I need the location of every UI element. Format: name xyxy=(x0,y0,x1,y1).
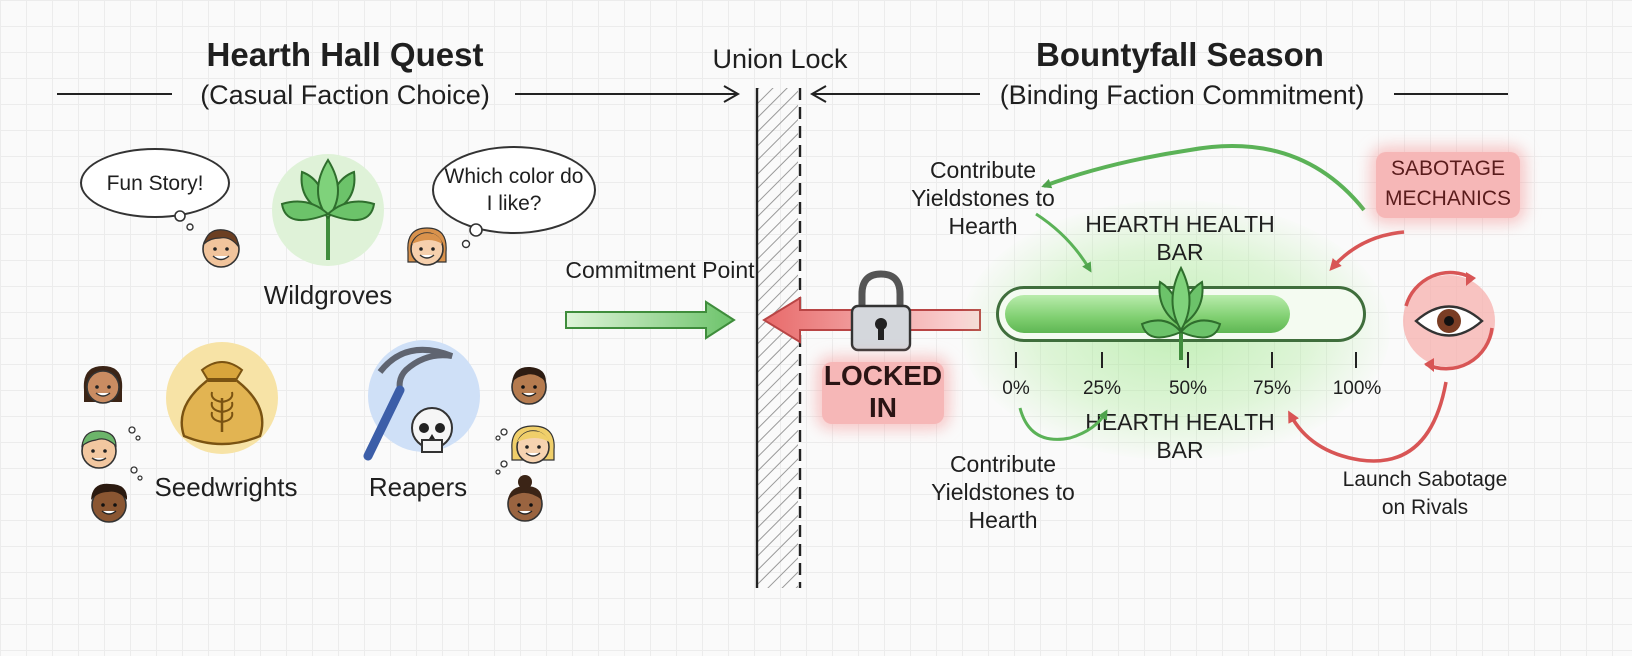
tick-50: 50% xyxy=(1168,378,1208,399)
health-bar-label-top: HEARTH HEALTH BAR xyxy=(1085,211,1275,265)
thought-dots-seed xyxy=(128,426,143,481)
locked-in-badge xyxy=(822,362,944,424)
health-bar-leaf-icon xyxy=(1140,265,1222,360)
bubble-tail-2 xyxy=(461,223,483,249)
face-blonde-icon xyxy=(511,425,555,464)
face-man-icon xyxy=(511,366,547,405)
tick-75: 75% xyxy=(1252,378,1292,399)
thought-dots-reap xyxy=(495,428,508,475)
tick-25: 25% xyxy=(1082,378,1122,399)
seedwrights-label: Seedwrights xyxy=(154,472,298,502)
commitment-arrow xyxy=(565,300,736,340)
face-green-hair-icon xyxy=(81,430,117,469)
face-boy-icon xyxy=(202,229,240,268)
union-lock-wall xyxy=(755,88,802,588)
tick-0: 0% xyxy=(1002,378,1030,399)
seedwrights-seed-sack-icon xyxy=(166,342,278,454)
face-woman-icon xyxy=(83,366,123,404)
face-bun-icon xyxy=(507,475,543,522)
locked-in-label: LOCKED IN xyxy=(823,360,943,423)
wildgroves-label: Wildgroves xyxy=(263,280,393,310)
bubble-which-color: Which color do I like? xyxy=(432,146,596,234)
bubble-tail-1 xyxy=(174,210,194,231)
contribute-bottom-label: Contribute Yieldstones to Hearth xyxy=(931,451,1075,533)
left-section-subtitle: (Casual Faction Choice) xyxy=(200,80,490,110)
reapers-label: Reapers xyxy=(368,472,468,502)
left-section-title: Hearth Hall Quest xyxy=(206,36,484,73)
face-curly-icon xyxy=(91,483,128,523)
sabotage-eye-icon xyxy=(1403,270,1495,372)
face-girl-icon xyxy=(407,227,447,266)
bubble-fun-story: Fun Story! xyxy=(80,148,230,218)
sabotage-label: SABOTAGE MECHANICS xyxy=(1384,157,1511,210)
reapers-scythe-skull-icon xyxy=(363,340,480,461)
padlock-icon xyxy=(850,270,912,352)
health-bar-label-bottom: HEARTH HEALTH BAR xyxy=(1085,409,1275,463)
contribute-top-label: Contribute Yieldstones to Hearth xyxy=(911,157,1055,239)
right-section-title: Bountyfall Season xyxy=(1036,36,1324,73)
tick-100: 100% xyxy=(1332,378,1382,399)
union-lock-label: Union Lock xyxy=(712,44,848,74)
sabotage-badge xyxy=(1376,152,1520,218)
launch-sabotage-label: Launch Sabotage on Rivals xyxy=(1342,468,1508,519)
right-section-subtitle: (Binding Faction Commitment) xyxy=(999,80,1365,110)
commitment-point-label: Commitment Point xyxy=(565,257,755,283)
wildgroves-leaf-icon xyxy=(272,154,384,266)
